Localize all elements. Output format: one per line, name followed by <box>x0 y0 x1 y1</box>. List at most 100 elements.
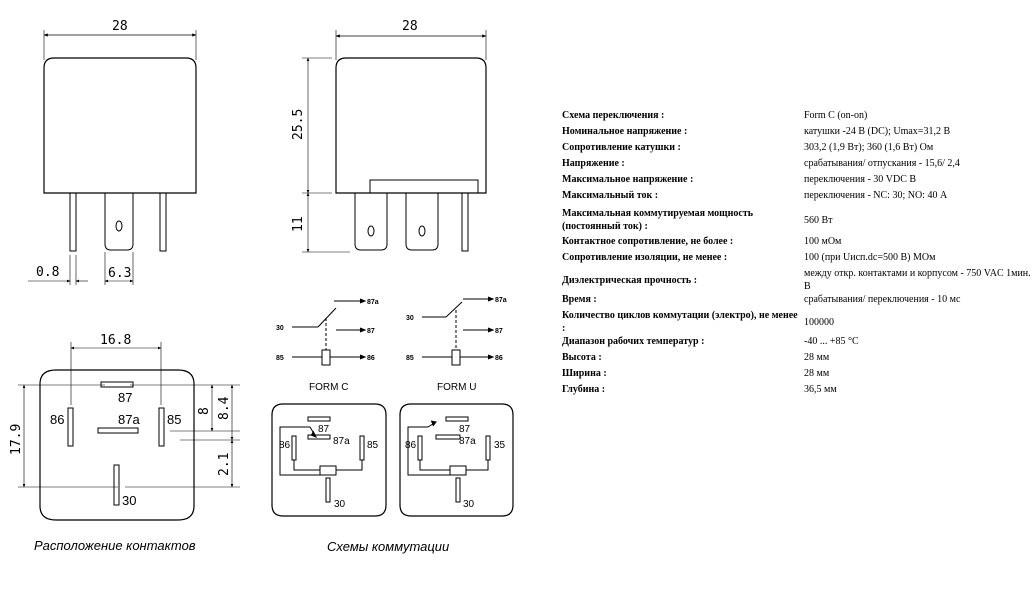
spec-row: Сопротивление катушки : 303,2 (1,9 Вт); 3… <box>562 141 1034 157</box>
front-width-label: 28 <box>112 19 128 34</box>
form-c-term-87: 87 <box>367 328 375 335</box>
bottom-view <box>18 342 240 521</box>
spec-row: Ширина :28 мм <box>562 367 1034 383</box>
side-width-label: 28 <box>402 19 418 34</box>
bottom-pin-87a: 87a <box>118 412 140 427</box>
spec-key: Напряжение : <box>562 158 625 169</box>
spec-table: Схема переключения : Form C (on-on) Номина… <box>562 109 1034 399</box>
spec-row: Схема переключения : Form C (on-on) <box>562 109 1034 125</box>
body-height-label: 25.5 <box>291 109 306 140</box>
spec-value: 28 мм <box>804 368 830 379</box>
slot-87a <box>97 427 139 434</box>
spec-key: Контактное сопротивление, не более : <box>562 236 734 247</box>
form-c-box <box>271 403 387 517</box>
spec-key: Максимальное напряжение : <box>562 174 694 185</box>
spec-value: Form C (on-on) <box>804 110 868 121</box>
spec-row: Глубина : 36,5 мм <box>562 383 1034 399</box>
side-view <box>302 30 487 253</box>
spec-row: Сопротивление изоляции, не менее : 100 (п… <box>562 251 1034 267</box>
spec-row: Максимальное напряжение : переключения - … <box>562 173 1034 189</box>
spec-key: Максимальная коммутируемая мощность (пос… <box>562 208 754 232</box>
schematics-caption: Схемы коммутации <box>327 539 450 554</box>
offset-8-4-label: 8.4 <box>217 396 232 420</box>
form-u-term-87a: 87a <box>495 297 507 304</box>
offset-8-label: 8 <box>197 407 212 415</box>
bottom-pin-85: 85 <box>167 412 181 427</box>
spec-value: срабатывания/ переключения - 10 мс <box>804 294 961 305</box>
spec-value: переключения - 30 VDC В <box>804 174 917 185</box>
spec-value: переключения - NC: 30; NO: 40 А <box>804 190 948 201</box>
form-u-label: FORM U <box>437 382 476 393</box>
spec-value: -40 ... +85 °C <box>804 336 859 347</box>
bottom-height-label: 17.9 <box>9 424 24 455</box>
spec-value: 100 (при Uисп.dc=500 В) МОм <box>804 252 936 263</box>
form-u-term-86: 86 <box>495 355 503 362</box>
spec-value: 100 мОм <box>804 236 842 247</box>
form-u-box-87a: 87a <box>459 436 476 447</box>
front-view <box>28 30 197 285</box>
spec-key: Диэлектрическая прочность : <box>562 274 698 286</box>
form-u-term-87: 87 <box>495 328 503 335</box>
spec-key: Номинальное напряжение : <box>562 126 688 137</box>
spec-value: катушки -24 В (DC); Umax=31,2 В <box>804 126 951 137</box>
form-c-box-30: 30 <box>334 499 346 510</box>
form-u-box-30: 30 <box>463 499 475 510</box>
form-c-label: FORM C <box>309 382 348 393</box>
pin-layout-caption: Расположение контактов <box>34 538 196 553</box>
spec-key: Количество циклов коммутации (электро), … <box>562 310 798 334</box>
form-c-term-86: 86 <box>367 355 375 362</box>
spec-value: 560 Вт <box>804 214 833 226</box>
form-c-schematic <box>292 298 367 366</box>
form-c-box-87a: 87a <box>333 436 350 447</box>
form-c-box-86: 86 <box>279 440 291 451</box>
spec-row: Высота : 28 мм <box>562 351 1034 367</box>
form-c-term-30: 30 <box>276 325 284 332</box>
spec-value: срабатывания/ отпускания - 15,6/ 2,4 <box>804 158 960 169</box>
spec-key: Сопротивление изоляции, не менее : <box>562 252 728 263</box>
spec-value: между откр. контактами и корпусом - 750 … <box>804 268 1031 292</box>
form-u-term-30: 30 <box>406 315 414 322</box>
spec-row: Максимальная коммутируемая мощность (пос… <box>562 205 1034 235</box>
spec-row: Напряжение : срабатывания/ отпускания - 1… <box>562 157 1034 173</box>
spec-key: Диапазон рабочих температур : <box>562 336 705 347</box>
form-u-box-86: 86 <box>405 440 417 451</box>
spec-key: Глубина : <box>562 384 606 395</box>
spec-row: Время : срабатывания/ переключения - 10 м… <box>562 293 1034 309</box>
spec-key: Время : <box>562 294 597 305</box>
pin-length-label: 11 <box>291 216 306 232</box>
bottom-pin-87: 87 <box>118 390 132 405</box>
form-c-box-85: 85 <box>367 440 379 451</box>
form-c-term-87a: 87a <box>367 299 379 306</box>
form-c-box-87: 87 <box>318 424 330 435</box>
spec-key: Высота : <box>562 352 602 363</box>
form-u-schematic <box>422 296 495 366</box>
spec-row: Максимальный ток : переключения - NC: 30;… <box>562 189 1034 205</box>
spec-row: Диэлектрическая прочность : между откр. к… <box>562 267 1034 293</box>
spec-row: Номинальное напряжение : катушки -24 В (D… <box>562 125 1034 141</box>
bottom-width-label: 16.8 <box>100 333 131 348</box>
form-c-term-85: 85 <box>276 355 284 362</box>
form-u-box-35: 35 <box>494 440 506 451</box>
spec-key: Схема переключения : <box>562 110 665 121</box>
spec-row: Контактное сопротивление, не более : 100 … <box>562 235 1034 251</box>
slot-85 <box>158 407 165 447</box>
spec-value: 303,2 (1,9 Вт); 360 (1,6 Вт) Ом <box>804 142 934 153</box>
form-u-box-87: 87 <box>459 424 471 435</box>
slot-86 <box>67 407 74 447</box>
bottom-pin-86: 86 <box>50 412 64 427</box>
bottom-pin-30: 30 <box>122 493 136 508</box>
spec-key: Максимальный ток : <box>562 190 659 201</box>
pin-width-label: 6.3 <box>108 266 131 281</box>
offset-2-1-label: 2.1 <box>217 453 232 476</box>
spec-value: 28 мм <box>804 352 830 363</box>
spec-row: Количество циклов коммутации (электро), … <box>562 309 1034 335</box>
form-u-term-85: 85 <box>406 355 414 362</box>
slot-30 <box>113 464 120 506</box>
pin-thickness-label: 0.8 <box>36 265 59 280</box>
spec-key: Сопротивление катушки : <box>562 142 681 153</box>
spec-row: Диапазон рабочих температур : -40 ... +85… <box>562 335 1034 351</box>
spec-value: 100000 <box>804 316 834 328</box>
spec-value: 36,5 мм <box>804 384 837 395</box>
form-u-box <box>399 403 514 517</box>
